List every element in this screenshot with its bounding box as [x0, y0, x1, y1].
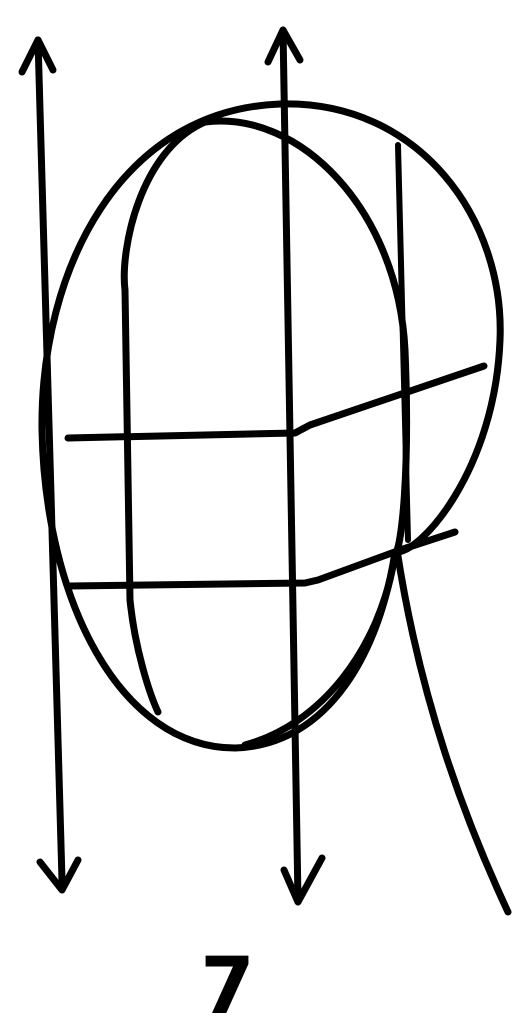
- face-front-ellipse-left: [124, 122, 205, 712]
- center-vertical-guide: [283, 30, 298, 900]
- neck-line: [397, 550, 508, 912]
- head-outline-ellipse: [42, 104, 500, 748]
- center-bottom-arrowhead: [284, 858, 322, 902]
- step-number: 7: [0, 948, 455, 1026]
